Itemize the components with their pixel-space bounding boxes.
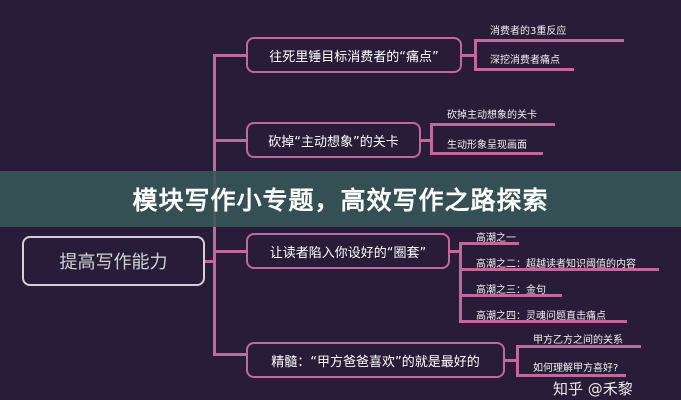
title-banner: 模块写作小专题，高效写作之路探索: [0, 171, 681, 227]
leaf-node: 砍掉主动想象的关卡: [447, 110, 537, 121]
leaf-underline: [474, 68, 574, 71]
leaf-underline: [516, 374, 626, 377]
connector: [213, 250, 246, 253]
connector: [474, 40, 477, 70]
branch-node-1: 往死里锤目标消费者的“痛点”: [246, 37, 462, 73]
connector: [505, 359, 517, 362]
connector: [213, 139, 246, 142]
leaf-underline: [459, 242, 519, 245]
leaf-underline: [459, 294, 562, 297]
leaf-underline: [459, 320, 627, 323]
branch-node-2: 砍掉“主动想象”的关卡: [246, 122, 421, 158]
connector: [213, 54, 246, 57]
root-node: 提高写作能力: [22, 236, 205, 286]
connector: [430, 124, 433, 154]
connector: [516, 346, 519, 376]
connector: [459, 242, 462, 322]
leaf-node: 甲方乙方之间的关系: [533, 335, 623, 346]
leaf-node: 消费者的3重反应: [490, 26, 567, 37]
leaf-node: 高潮之一: [476, 233, 516, 244]
branch-node-4: 精髓：“甲方爸爸喜欢”的就是最好的: [246, 342, 505, 378]
watermark: 知乎 @禾黎: [553, 380, 633, 398]
connector: [462, 54, 475, 57]
leaf-node: 生动形象呈现画面: [447, 140, 527, 151]
leaf-underline: [430, 152, 543, 155]
leaf-underline: [459, 268, 659, 271]
leaf-underline: [516, 345, 641, 348]
connector: [450, 250, 460, 253]
connector: [213, 353, 246, 356]
connector: [421, 139, 431, 142]
branch-node-3: 让读者陷入你设好的“圈套”: [246, 233, 450, 269]
leaf-node: 高潮之四：灵魂问题直击痛点: [476, 311, 606, 322]
leaf-underline: [474, 39, 624, 42]
leaf-underline: [430, 123, 555, 126]
leaf-node: 深挖消费者痛点: [490, 55, 560, 66]
leaf-node: 高潮之三：金句: [476, 285, 546, 296]
leaf-node: 如何理解甲方喜好?: [533, 363, 619, 374]
root-connector: [205, 260, 215, 263]
leaf-node: 高潮之二：超越读者知识阈值的内容: [476, 259, 636, 270]
